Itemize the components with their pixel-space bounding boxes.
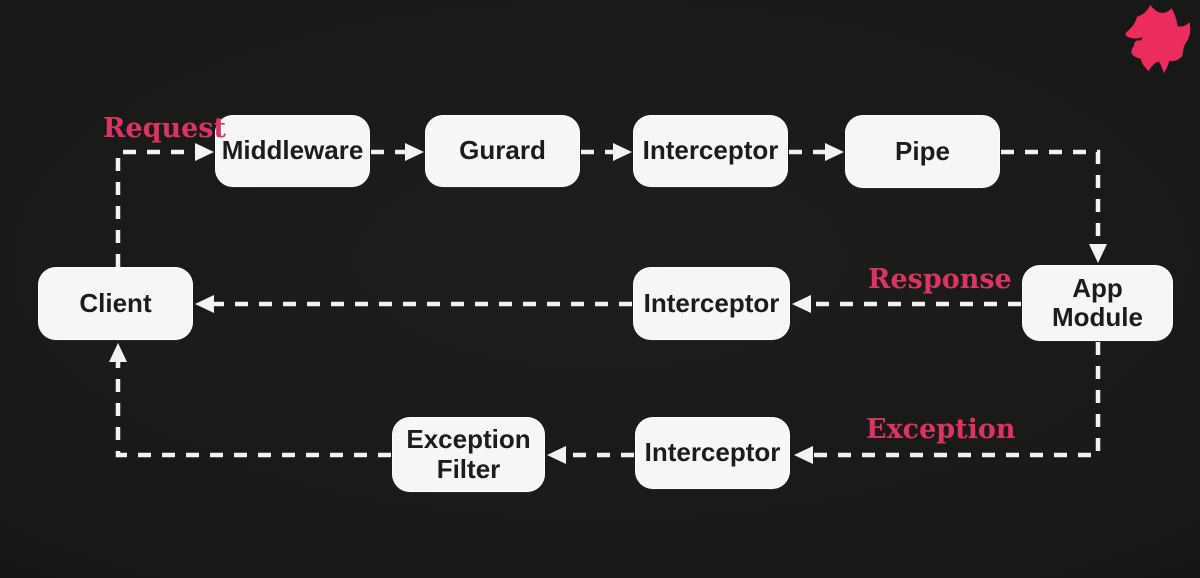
node-interceptor-top-label: Interceptor bbox=[642, 135, 779, 166]
node-middleware: Middleware bbox=[215, 115, 370, 187]
request-arrow bbox=[115, 143, 214, 267]
node-interceptor-top: Interceptor bbox=[633, 115, 788, 187]
label-response: Response bbox=[868, 264, 1012, 295]
node-app-module: App Module bbox=[1022, 265, 1173, 341]
node-app-module-label: App Module bbox=[1052, 272, 1143, 332]
node-interceptor-bottom: Interceptor bbox=[635, 417, 790, 489]
label-exception: Exception bbox=[866, 414, 1016, 445]
node-exception-filter: Exception Filter bbox=[392, 417, 545, 492]
node-guard-label: Gurard bbox=[459, 135, 546, 166]
pipe-to-appmodule-arrow bbox=[1001, 149, 1107, 263]
node-client: Client bbox=[38, 267, 193, 340]
node-middleware-label: Middleware bbox=[221, 135, 364, 166]
node-interceptor-middle: Interceptor bbox=[633, 267, 790, 340]
node-interceptor-bottom-label: Interceptor bbox=[644, 437, 781, 468]
node-interceptor-middle-label: Interceptor bbox=[643, 287, 780, 318]
nestjs-logo-icon bbox=[1125, 4, 1191, 74]
node-pipe: Pipe bbox=[845, 115, 1000, 188]
label-request: Request bbox=[103, 113, 226, 144]
exceptionfilter-to-client-arrow bbox=[109, 343, 391, 458]
node-exception-filter-label: Exception Filter bbox=[406, 424, 531, 484]
node-client-label: Client bbox=[79, 287, 152, 318]
node-guard: Gurard bbox=[425, 115, 580, 187]
node-pipe-label: Pipe bbox=[895, 135, 950, 166]
